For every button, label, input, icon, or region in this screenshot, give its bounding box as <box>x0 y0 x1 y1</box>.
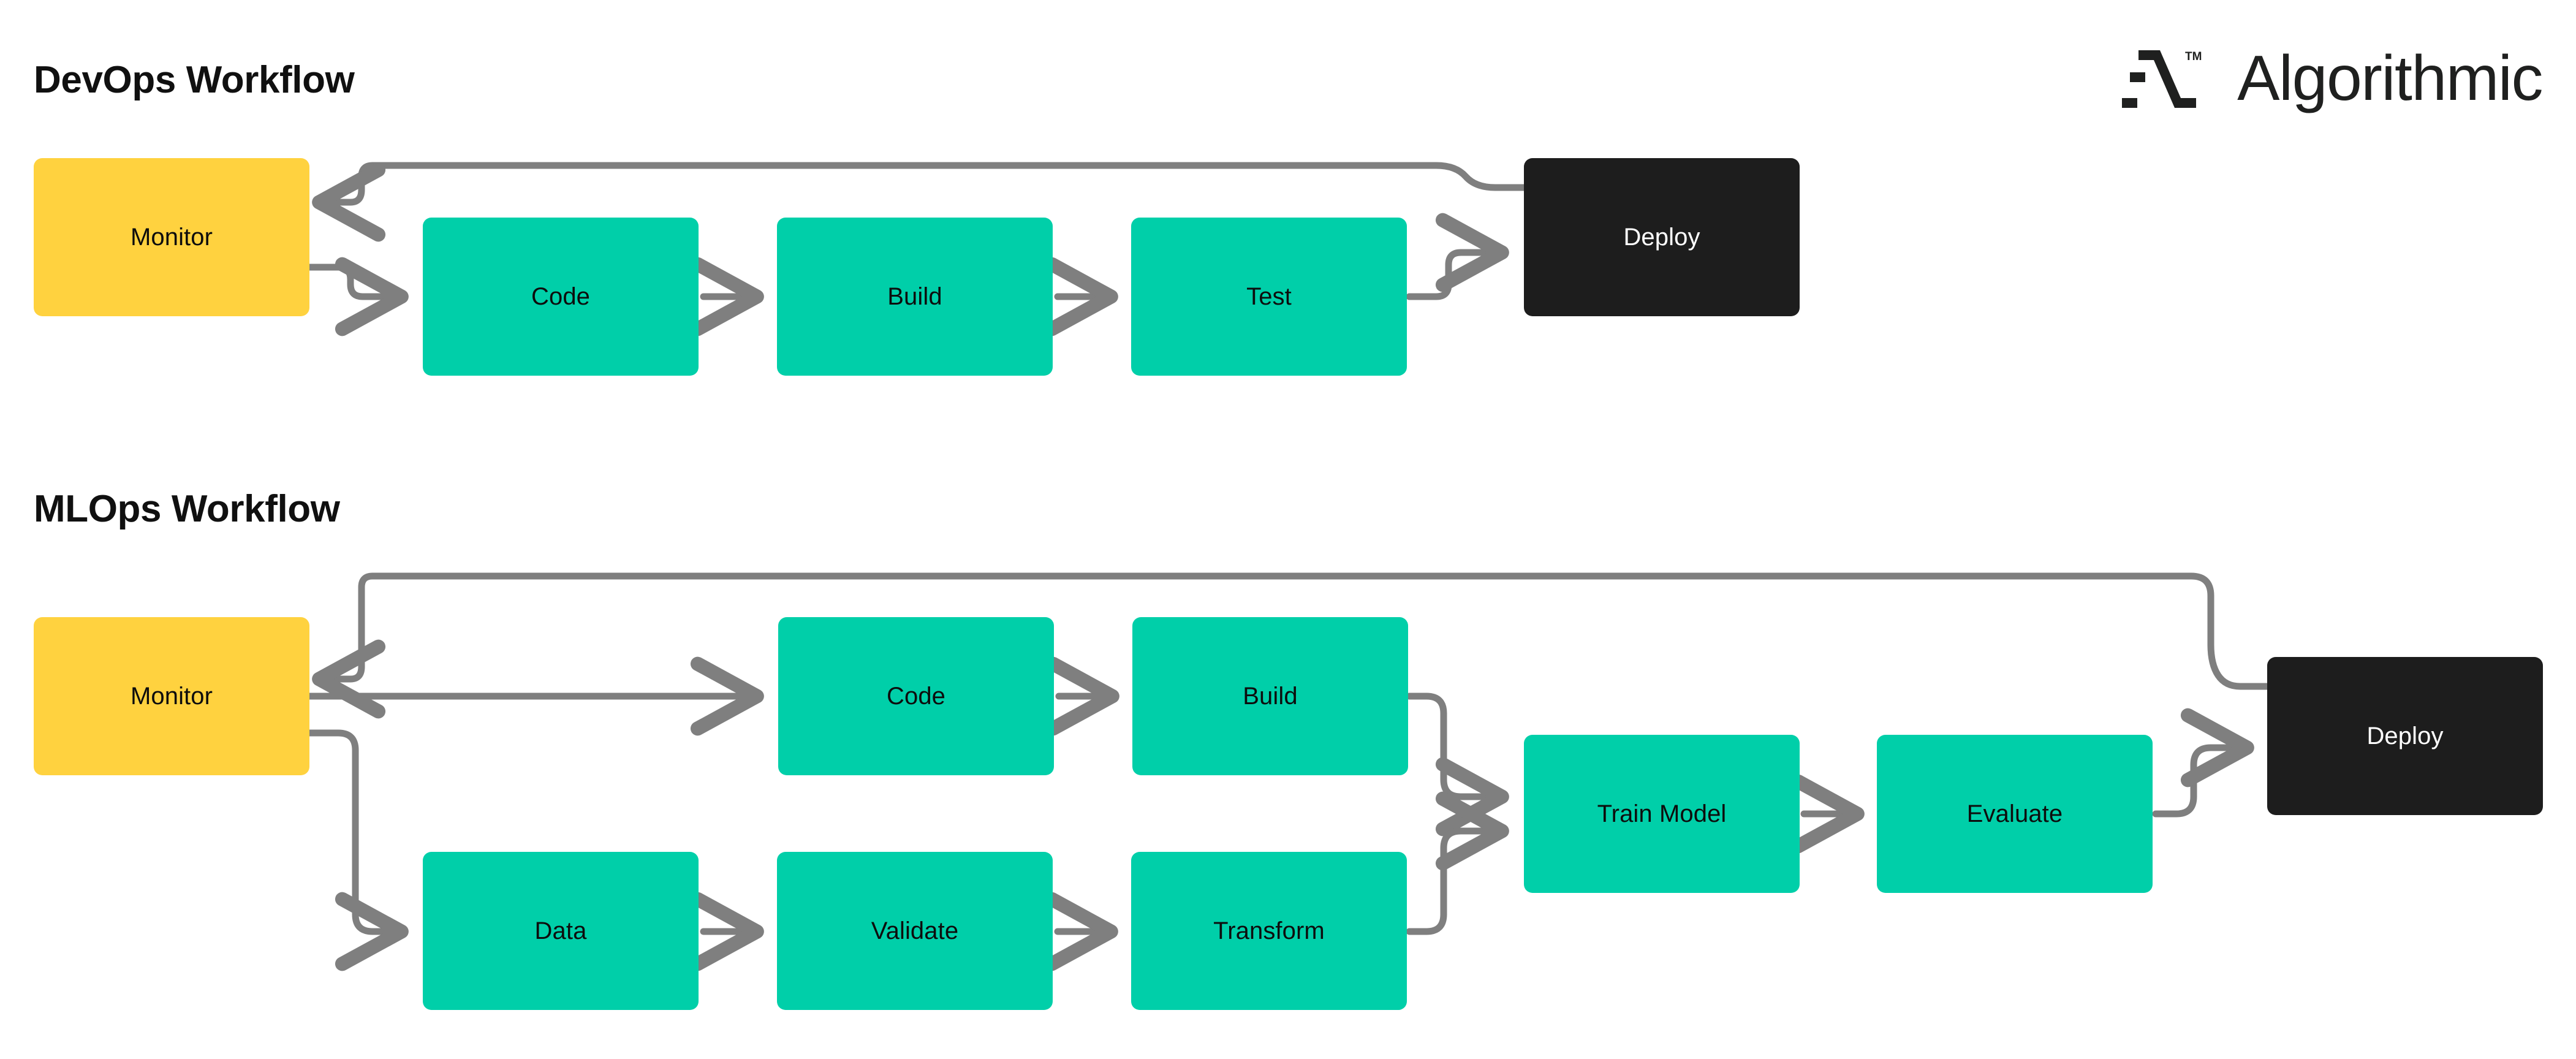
node-shape-mlops-code <box>778 617 1054 775</box>
section-title-mlops: MLOps Workflow <box>34 488 340 530</box>
edge-mlops-transform-to-train <box>1406 791 1509 935</box>
brand-name: Algorithmic <box>2237 43 2543 114</box>
trademark-symbol: TM <box>2185 50 2202 63</box>
algorithmic-logo-icon: TM <box>2122 50 2202 108</box>
edge-devops-monitor-to-code <box>306 257 409 336</box>
node-shape-devops-test <box>1131 218 1407 376</box>
section-title-devops: DevOps Workflow <box>34 59 355 101</box>
node-shape-mlops-evaluate <box>1877 735 2153 893</box>
node-shape-mlops-data <box>423 852 699 1010</box>
brand-logo: TM Algorithmic <box>2122 43 2543 118</box>
edge-devops-deploy-to-monitor <box>312 162 1528 242</box>
node-shape-mlops-validate <box>777 852 1053 1010</box>
node-shape-devops-deploy <box>1524 158 1800 316</box>
node-shape-devops-build <box>777 218 1053 376</box>
node-shape-layer <box>34 158 2543 1010</box>
node-shape-mlops-build <box>1132 617 1408 775</box>
node-shape-mlops-monitor <box>34 617 309 775</box>
node-shape-mlops-deploy <box>2267 657 2543 815</box>
node-shape-mlops-train <box>1524 735 1800 893</box>
edge-mlops-build-to-train <box>1406 693 1509 837</box>
edge-devops-test-to-deploy <box>1406 213 1509 300</box>
edge-mlops-deploy-to-monitor <box>312 572 2271 719</box>
edge-mlops-monitor-to-data <box>306 729 409 971</box>
node-shape-mlops-transform <box>1131 852 1407 1010</box>
node-shape-devops-monitor <box>34 158 309 316</box>
node-shape-devops-code <box>423 218 699 376</box>
edge-mlops-evaluate-to-deploy <box>2152 708 2254 818</box>
